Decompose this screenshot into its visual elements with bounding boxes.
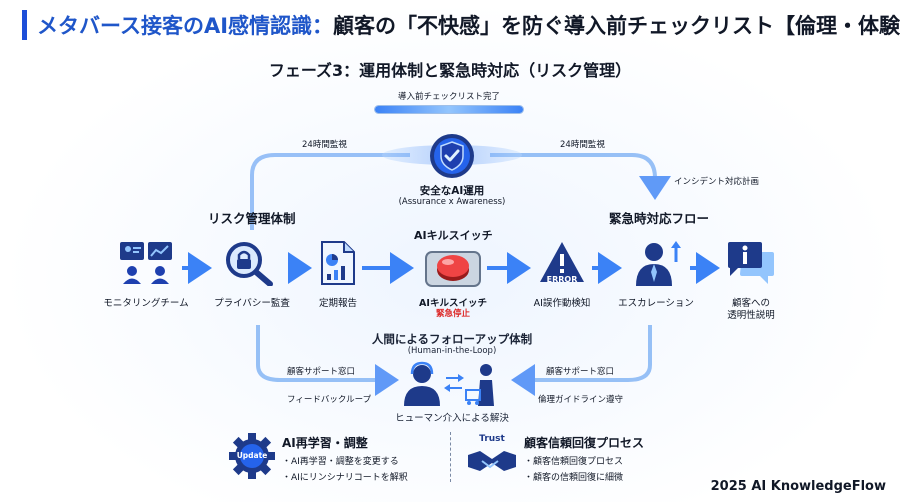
top-loop-line	[250, 153, 410, 230]
title-bar: メタバース接客のAI感情認識： 顧客の「不快感」を防ぐ導入前チェックリスト【倫理…	[22, 8, 900, 42]
title-rest: 顧客の「不快感」を防ぐ導入前チェックリスト【倫理・体験設計編】	[333, 14, 900, 38]
center-title: 安全なAI運用	[419, 185, 485, 197]
bottom-loop-right	[511, 325, 652, 396]
title-accent-bar	[22, 10, 27, 40]
report-document-icon	[318, 240, 358, 286]
magnifier-lock-icon	[224, 240, 276, 287]
monitoring-team-icon	[118, 240, 174, 284]
human-resolution-label: ヒューマン介入による解決	[395, 413, 509, 424]
support-left-label: 顧客サポート窓口	[287, 367, 356, 377]
title-highlight: メタバース接客のAI感情認識：	[37, 14, 334, 38]
hitl-title: 人間によるフォローアップ体制	[371, 332, 533, 346]
incident-plan-label: インシデント対応計画	[674, 177, 760, 187]
monitor-right-label: 24時間監視	[560, 140, 605, 150]
info-chat-icon	[726, 240, 776, 286]
top-loop-line-right	[490, 153, 671, 200]
hitl-subtitle: (Human-in-the-Loop)	[407, 346, 497, 356]
error-badge: ERROR	[546, 275, 578, 284]
checklist-progress-fill	[375, 106, 523, 113]
human-support-icon	[400, 360, 506, 406]
trust-title: 顧客信頼回復プロセス	[524, 436, 645, 450]
node-privacy-label: プライバシー監査	[214, 298, 290, 309]
retraining-item-2: ・AIにリンシナリコートを解釈	[282, 473, 408, 483]
node-transparency-label-2: 透明性説明	[727, 310, 775, 321]
retraining-item-1: ・AI再学習・調整を変更する	[282, 457, 399, 467]
update-badge: Update	[236, 451, 268, 460]
node-monitoring-label: モニタリングチーム	[103, 298, 189, 309]
guideline-label: 倫理ガイドライン遵守	[538, 395, 624, 405]
monitor-left-label: 24時間監視	[302, 140, 347, 150]
retraining-panel: AI再学習・調整 ・AI再学習・調整を変更する ・AIにリンシナリコートを解釈	[282, 434, 408, 483]
node-report-label: 定期報告	[318, 298, 358, 309]
trust-item-2: ・顧客の信頼回復に細微	[524, 473, 624, 483]
node-killswitch-label: AIキルスイッチ	[419, 298, 487, 309]
killswitch-heading: AIキルスイッチ	[414, 229, 493, 242]
node-killswitch-sub: 緊急停止	[435, 309, 471, 319]
center-subtitle: (Assurance x Awareness)	[398, 197, 506, 207]
node-detect-label: AI誤作動検知	[533, 298, 591, 309]
support-right-label: 顧客サポート窓口	[546, 367, 615, 377]
kill-switch-button-icon	[424, 246, 482, 288]
checklist-progress: 導入前チェックリスト完了	[368, 90, 530, 114]
shield-check-icon	[428, 132, 476, 180]
trust-item-1: ・顧客信頼回復プロセス	[524, 457, 624, 467]
error-warning-icon	[538, 240, 586, 286]
phase-title: フェーズ3：運用体制と緊急時対応（リスク管理）	[268, 61, 632, 80]
emergency-heading: 緊急時対応フロー	[609, 211, 710, 226]
risk-heading: リスク管理体制	[208, 211, 296, 226]
retraining-title: AI再学習・調整	[282, 436, 368, 450]
trust-panel: 顧客信頼回復プロセス ・顧客信頼回復プロセス ・顧客の信頼回復に細微	[524, 434, 644, 483]
checklist-progress-bar	[374, 105, 524, 114]
escalation-person-icon	[632, 238, 682, 286]
handshake-icon	[466, 447, 518, 477]
feedback-loop-label: フィードバックループ	[287, 395, 372, 405]
node-transparency-label-1: 顧客への	[731, 298, 771, 309]
bottom-divider	[450, 432, 451, 482]
bottom-loop-left	[256, 325, 399, 396]
checklist-label: 導入前チェックリスト完了	[397, 92, 500, 102]
update-gear-icon	[228, 432, 276, 480]
node-escalation-label: エスカレーション	[618, 298, 694, 309]
footer-credit: 2025 AI KnowledgeFlow	[710, 479, 886, 494]
trust-badge: Trust	[479, 434, 505, 444]
